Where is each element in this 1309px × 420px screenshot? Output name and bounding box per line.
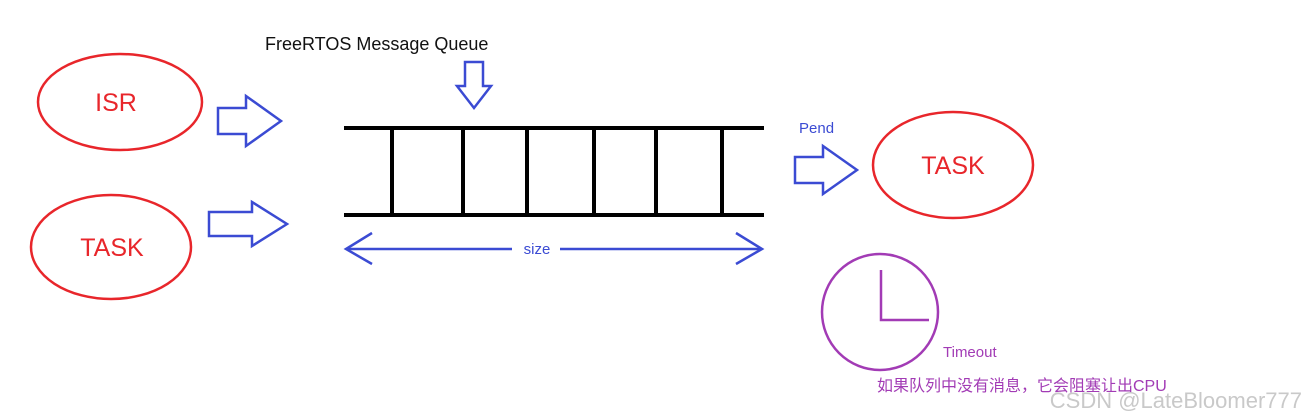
receiver-task: TASK bbox=[871, 110, 1035, 220]
isr-to-queue-arrow-icon bbox=[216, 93, 284, 149]
arrow-left-head-icon bbox=[343, 231, 373, 266]
pend-label: Pend bbox=[799, 120, 834, 137]
clock-icon bbox=[820, 252, 940, 372]
timeout-clock bbox=[820, 252, 940, 372]
sender-isr: ISR bbox=[36, 52, 204, 152]
task-to-queue-arrow-icon bbox=[207, 199, 290, 249]
size-arrow: size bbox=[343, 231, 765, 266]
queue bbox=[344, 126, 764, 217]
sender-task-ellipse bbox=[29, 193, 193, 301]
sender-task-label: TASK bbox=[80, 234, 144, 262]
isr-ellipse bbox=[36, 52, 204, 152]
isr-label: ISR bbox=[95, 89, 137, 117]
down-arrow-icon bbox=[454, 60, 494, 111]
watermark: CSDN @LateBloomer777 bbox=[1050, 388, 1302, 413]
size-label: size bbox=[524, 241, 551, 258]
arrow-right-head-icon bbox=[735, 231, 765, 266]
pend-arrow-icon bbox=[793, 143, 860, 197]
receiver-task-label: TASK bbox=[921, 152, 985, 180]
blocking-note: 如果队列中没有消息，它会阻塞让出CPU bbox=[877, 377, 1167, 395]
diagram-title: FreeRTOS Message Queue bbox=[265, 34, 488, 54]
timeout-label: Timeout bbox=[943, 344, 997, 361]
clock-hands-icon bbox=[879, 270, 929, 322]
sender-task: TASK bbox=[29, 193, 193, 301]
receiver-task-ellipse bbox=[871, 110, 1035, 220]
